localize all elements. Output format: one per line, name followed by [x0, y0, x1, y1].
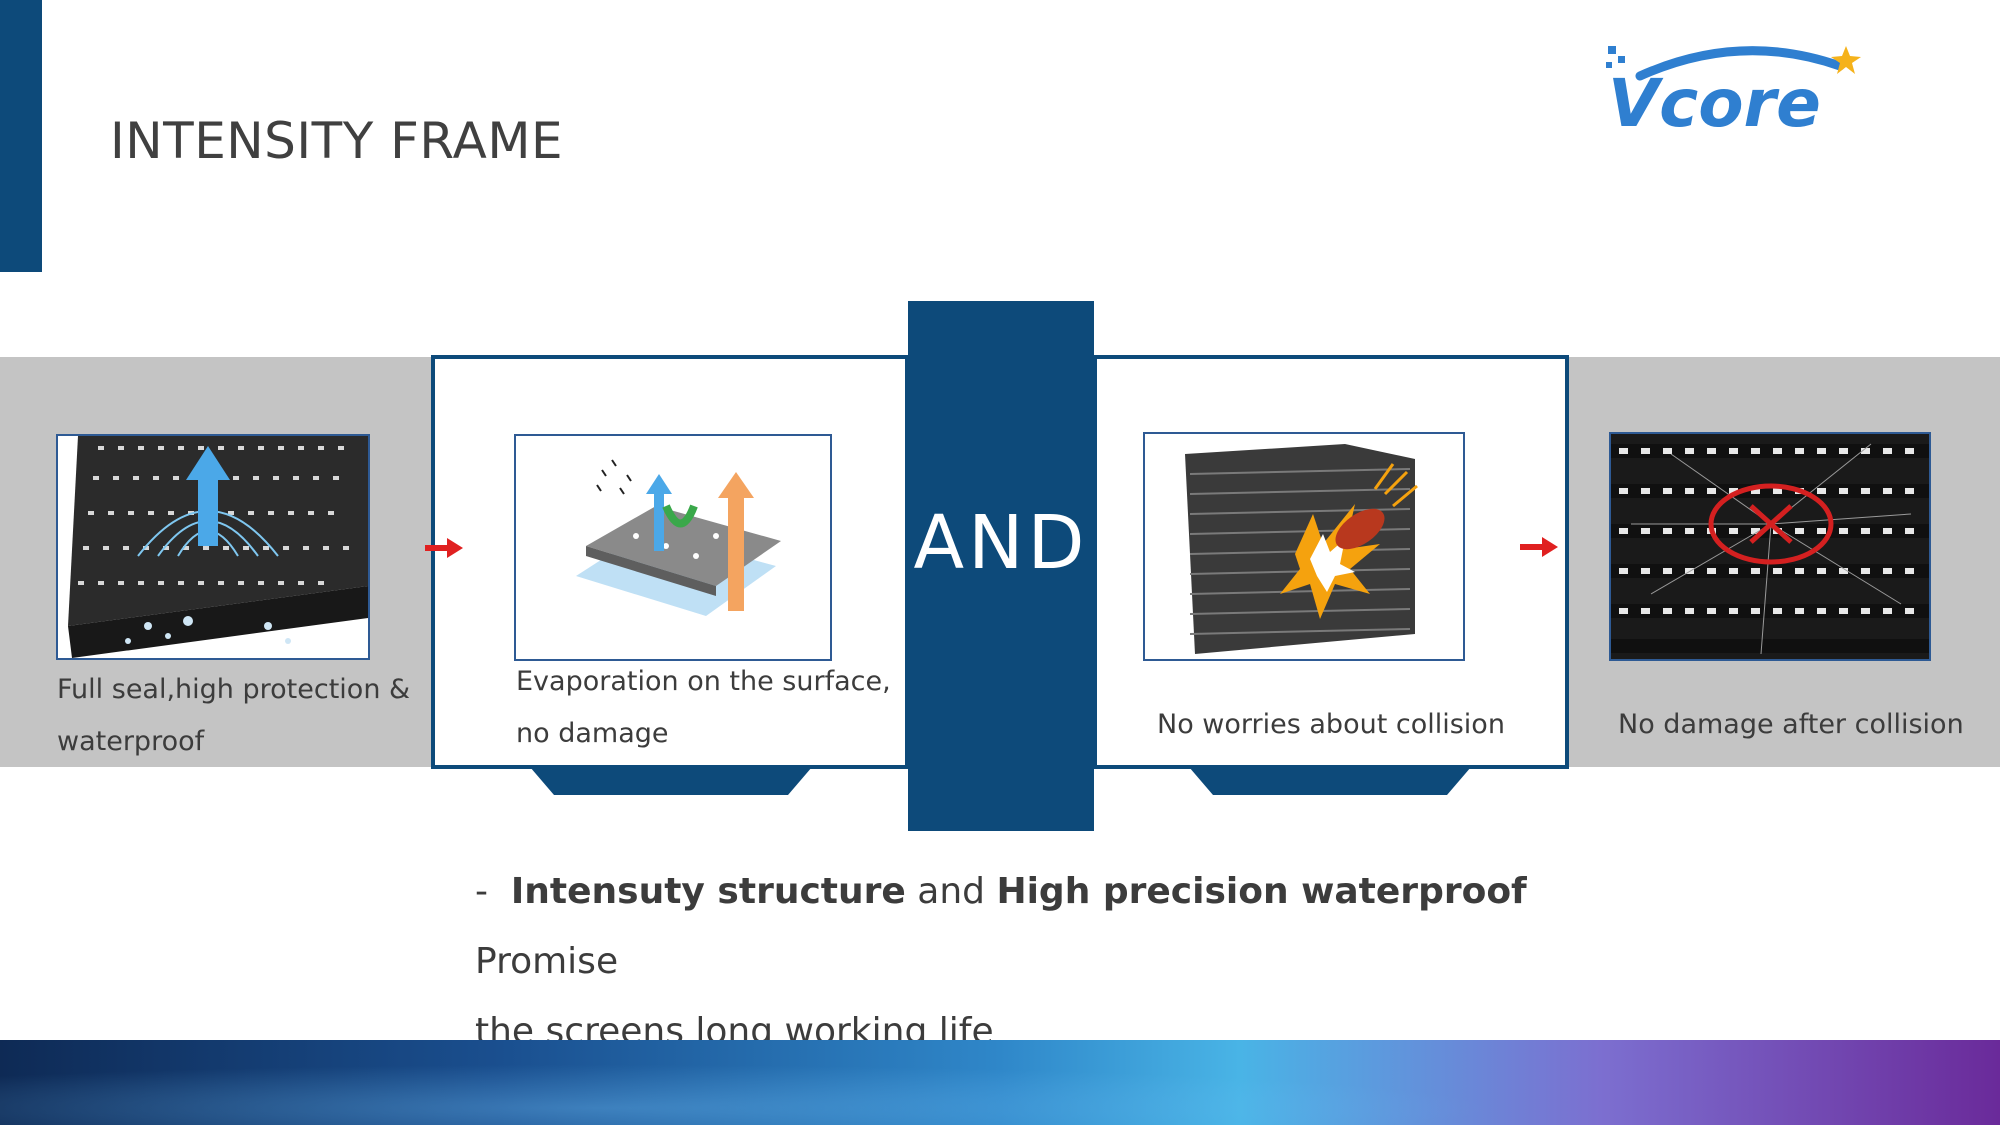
footer-gradient-band: [0, 1040, 2000, 1125]
red-arrow-right-icon: [425, 538, 463, 558]
summary-rest: Promise: [475, 941, 619, 982]
summary-bold-structure: Intensuty structure: [510, 871, 906, 912]
summary-connector: and: [917, 871, 985, 912]
vcore-logo: Vcore: [1606, 46, 1861, 136]
summary-line-1: - Intensuty structure and High precision…: [475, 857, 1605, 997]
caption-no-damage: No damage after collision: [1618, 699, 1964, 751]
footer-sheen: [0, 1040, 2000, 1125]
page-title: INTENSITY FRAME: [110, 112, 564, 170]
and-label: AND: [913, 500, 1089, 586]
no-damage-image: [1609, 432, 1931, 661]
caption-no-worries: No worries about collision: [1157, 699, 1505, 751]
red-arrow-right-icon: [1520, 537, 1558, 557]
caption-evaporation: Evaporation on the surface, no damage: [516, 656, 891, 760]
caption-line: No worries about collision: [1157, 709, 1505, 740]
caption-line: No damage after collision: [1618, 709, 1964, 740]
summary-bold-waterproof: High precision waterproof: [996, 871, 1527, 912]
svg-text:Vcore: Vcore: [1608, 65, 1821, 136]
left-accent-bar: [0, 0, 42, 272]
summary-text: - Intensuty structure and High precision…: [475, 857, 1605, 1067]
sealed-module-image: [56, 434, 370, 660]
and-column: [908, 301, 1094, 831]
summary-dash: -: [475, 871, 488, 912]
caption-line: no damage: [516, 718, 669, 749]
caption-line: Full seal,high protection &: [57, 674, 411, 705]
left-box-tab: [530, 767, 812, 795]
caption-full-seal: Full seal,high protection & waterproof: [57, 664, 410, 768]
caption-line: waterproof: [57, 726, 205, 757]
right-box-tab: [1189, 767, 1471, 795]
collision-image: [1143, 432, 1465, 661]
evaporation-image: [514, 434, 832, 661]
caption-line: Evaporation on the surface,: [516, 666, 891, 697]
